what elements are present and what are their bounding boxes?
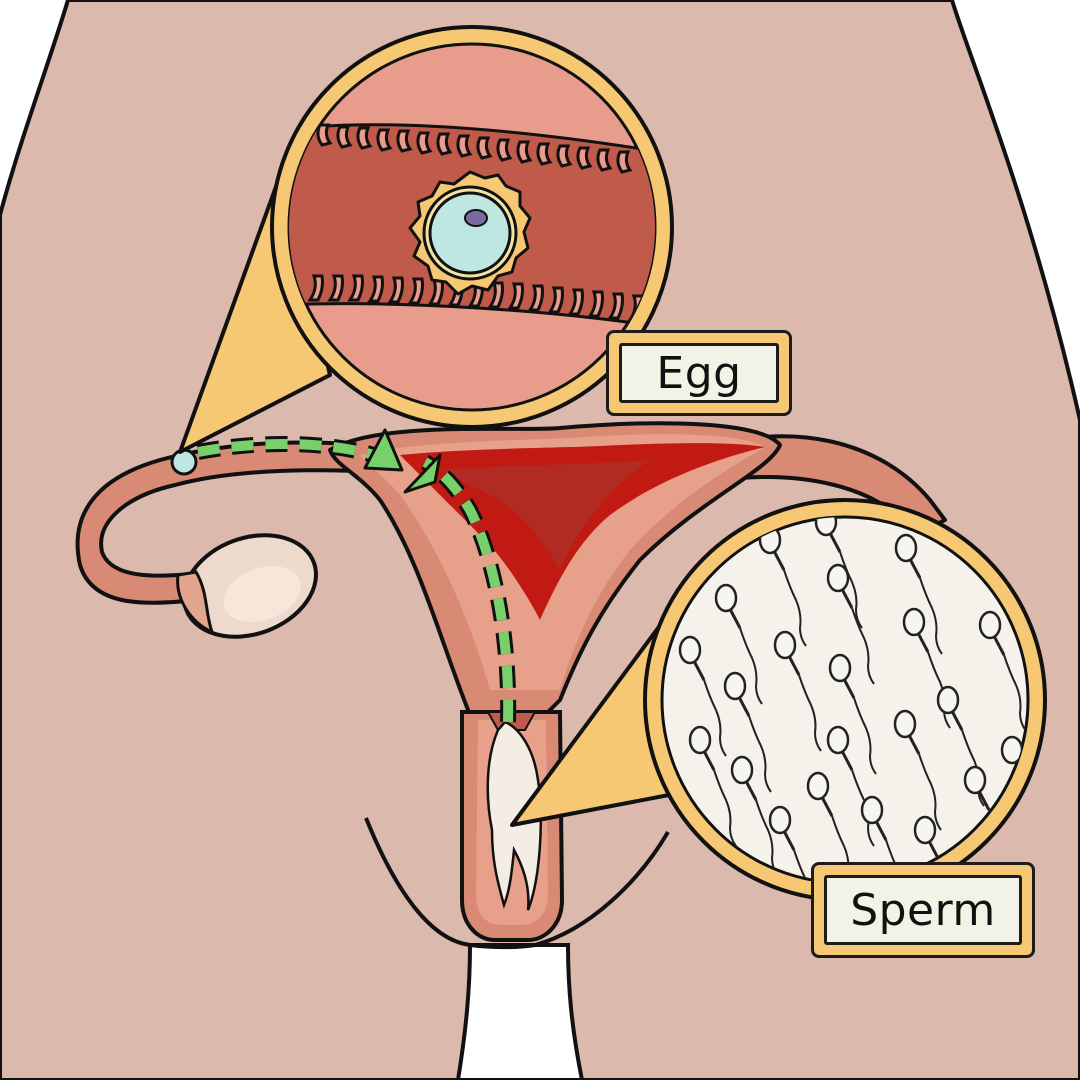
sperm-label-box: Sperm [811, 862, 1035, 958]
semen-fluid [486, 720, 542, 911]
dashed-path-arrow [196, 428, 517, 723]
egg-label-box: Egg [606, 330, 792, 416]
egg-cell [428, 191, 512, 275]
vulva-outline [364, 817, 670, 950]
egg-magnified-view [270, 25, 674, 429]
egg-icon [170, 448, 198, 476]
egg-nucleus [464, 209, 488, 227]
sperm-label: Sperm [824, 875, 1022, 945]
ovary-icon [176, 533, 318, 639]
egg-label: Egg [619, 343, 779, 403]
sperm-magnified-view [643, 498, 1047, 902]
leg-gap [455, 943, 585, 1080]
